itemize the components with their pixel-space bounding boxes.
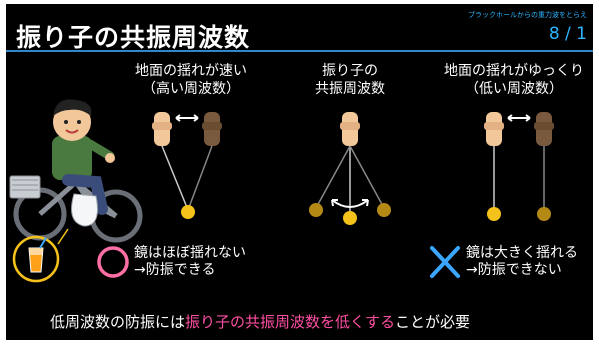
slide-title: 振り子の共振周波数: [16, 23, 251, 52]
column-label-slow-line2: （低い周波数）: [465, 81, 563, 97]
bicycle-rider-illustration: [9, 99, 143, 283]
column-label-resonance-line2: 共振周波数: [315, 81, 385, 97]
result-right-line2: →防振できない: [466, 262, 562, 278]
conclusion-highlight: 振り子の共振周波数を低くする: [185, 313, 396, 331]
column-label-fast-line2: （高い周波数）: [142, 81, 240, 97]
column-label-resonance-line1: 振り子の: [322, 63, 378, 79]
conclusion-text: 低周波数の防振には振り子の共振周波数を低くすることが必要: [50, 311, 470, 332]
result-left: 鏡はほぼ揺れない →防振できる: [134, 245, 246, 279]
fast-shake-pendulum: [152, 112, 222, 219]
resonance-pendulum: [309, 112, 391, 225]
header: 振り子の共振周波数 ブラックホールからの重力波をとらえ 8 / 1: [6, 4, 593, 54]
circle-ok-icon: [97, 246, 129, 278]
result-left-line1: 鏡はほぼ揺れない: [134, 245, 246, 261]
conclusion-after: ことが必要: [395, 313, 471, 331]
title-underline: [6, 50, 593, 52]
slow-shake-pendulum: [484, 112, 554, 221]
column-label-fast-line1: 地面の揺れが速い: [135, 63, 247, 79]
slide-subtitle: ブラックホールからの重力波をとらえ: [468, 11, 587, 19]
column-label-slow: 地面の揺れがゆっくり （低い周波数）: [436, 62, 592, 98]
result-right: 鏡は大きく揺れる →防振できない: [466, 245, 578, 279]
slide: 振り子の共振周波数 ブラックホールからの重力波をとらえ 8 / 1: [6, 4, 593, 340]
result-left-line2: →防振できる: [134, 262, 216, 278]
column-label-slow-line1: 地面の揺れがゆっくり: [444, 63, 584, 79]
illustration-canvas: [9, 99, 554, 283]
conclusion-before: 低周波数の防振には: [50, 313, 186, 331]
column-label-resonance: 振り子の 共振周波数: [298, 62, 402, 98]
result-right-line1: 鏡は大きく揺れる: [466, 245, 578, 261]
cross-ng-icon: [430, 246, 460, 278]
page-number: 8 / 1: [548, 24, 587, 44]
column-label-fast: 地面の揺れが速い （高い周波数）: [116, 62, 266, 98]
